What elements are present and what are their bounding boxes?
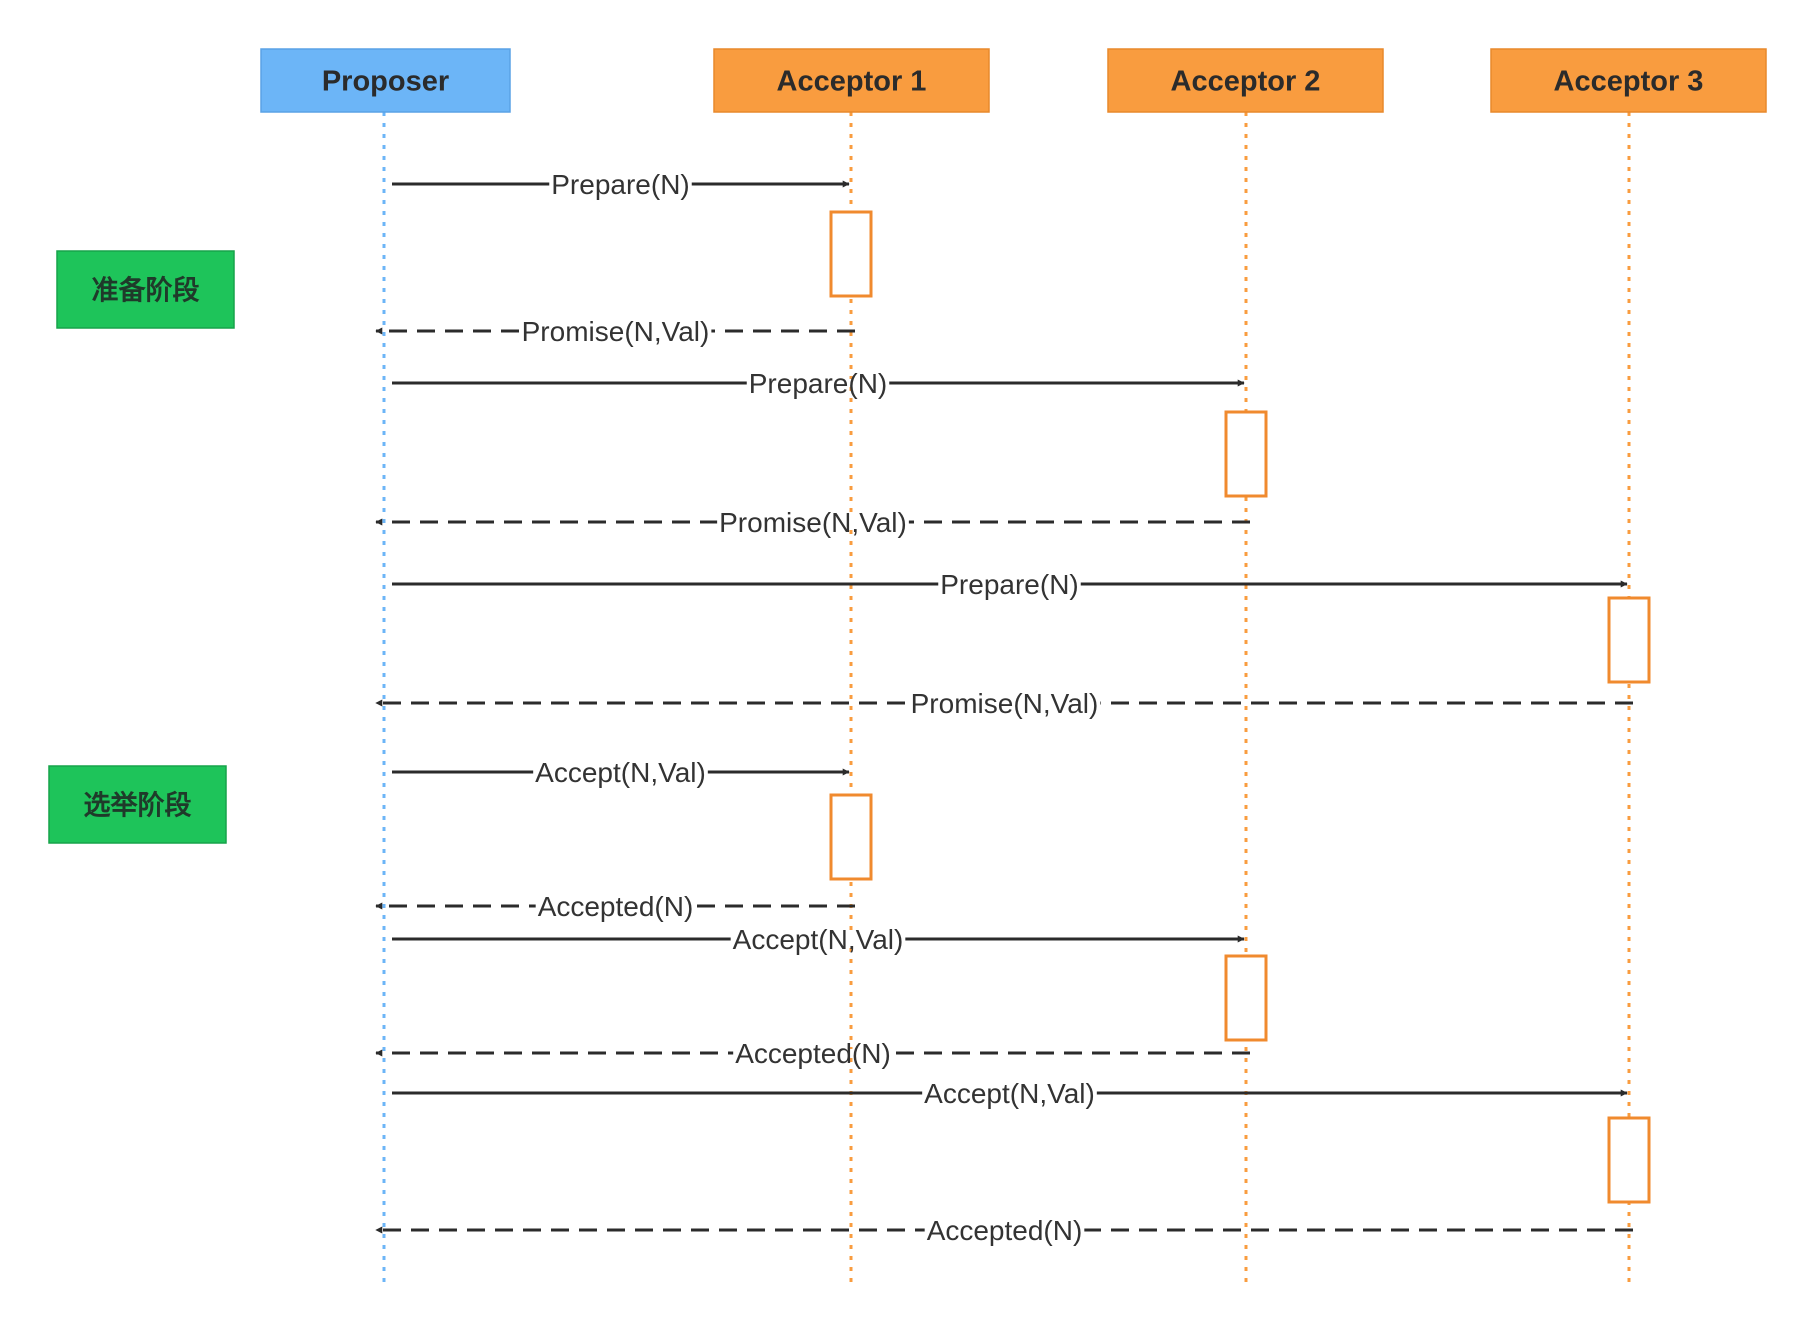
message-label: Accept(N,Val) — [535, 757, 706, 788]
message-reply: Accepted(N) — [375, 891, 855, 922]
message-request: Prepare(N) — [392, 368, 1245, 399]
message-label: Prepare(N) — [749, 368, 887, 399]
label-knockout — [922, 1089, 1097, 1097]
message-request: Prepare(N) — [392, 569, 1628, 600]
message-label: Accepted(N) — [538, 891, 694, 922]
activation-box — [1224, 954, 1268, 1042]
activation-box — [829, 210, 873, 298]
label-knockout — [908, 699, 1101, 707]
message-label: Accept(N,Val) — [733, 924, 904, 955]
label-knockout — [535, 902, 696, 910]
message-request: Prepare(N) — [392, 169, 850, 200]
message-reply: Promise(N,Val) — [375, 507, 1250, 538]
message-request: Accept(N,Val) — [392, 924, 1245, 955]
label-knockout — [733, 1049, 893, 1057]
proposer-header: Proposer — [260, 48, 511, 113]
acceptor3-header: Acceptor 3 — [1490, 48, 1767, 113]
message-reply: Accepted(N) — [375, 1215, 1633, 1246]
prepare-phase-label: 准备阶段 — [92, 276, 200, 307]
message-reply: Accepted(N) — [375, 1038, 1250, 1069]
accept-phase-label: 选举阶段 — [84, 790, 192, 822]
label-knockout — [730, 935, 906, 943]
acceptor2-label: Acceptor 2 — [1171, 66, 1321, 98]
message-request: Accept(N,Val) — [392, 1078, 1628, 1109]
label-knockout — [549, 180, 692, 188]
message-label: Promise(N,Val) — [522, 316, 710, 347]
message-label: Accepted(N) — [735, 1038, 891, 1069]
label-knockout — [938, 580, 1081, 588]
proposer-label: Proposer — [322, 66, 449, 98]
prepare-phase-box: 准备阶段 — [56, 250, 235, 329]
label-knockout — [717, 518, 909, 526]
acceptor3-label: Acceptor 3 — [1554, 66, 1704, 98]
activation-box — [1607, 596, 1651, 684]
message-reply: Promise(N,Val) — [375, 688, 1633, 719]
message-label: Prepare(N) — [551, 169, 689, 200]
label-knockout — [533, 768, 708, 776]
message-label: Promise(N,Val) — [719, 507, 907, 538]
activation-box — [829, 793, 873, 881]
acceptor1-header: Acceptor 1 — [713, 48, 990, 113]
message-label: Promise(N,Val) — [911, 688, 1099, 719]
message-request: Accept(N,Val) — [392, 757, 850, 788]
accept-phase-box: 选举阶段 — [48, 765, 227, 844]
message-label: Accepted(N) — [927, 1215, 1083, 1246]
message-reply: Promise(N,Val) — [375, 316, 855, 347]
activation-box — [1224, 410, 1268, 498]
label-knockout — [519, 327, 712, 335]
label-knockout — [924, 1226, 1085, 1234]
activation-box — [1607, 1116, 1651, 1204]
message-label: Prepare(N) — [940, 569, 1078, 600]
label-knockout — [746, 379, 890, 387]
message-label: Accept(N,Val) — [924, 1078, 1095, 1109]
acceptor1-label: Acceptor 1 — [777, 66, 927, 98]
acceptor2-header: Acceptor 2 — [1107, 48, 1384, 113]
